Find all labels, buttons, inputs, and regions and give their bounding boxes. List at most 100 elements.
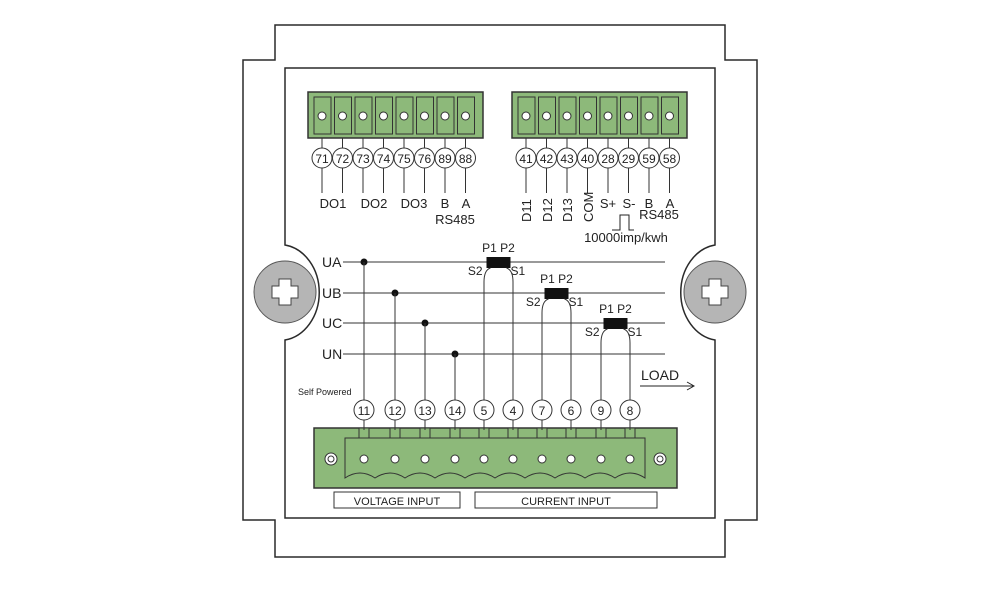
ct-s1-label: S1 xyxy=(628,325,643,339)
bottom-screw-hole xyxy=(359,454,369,464)
top-left-screw-hole xyxy=(461,111,470,121)
top-left-label: DO3 xyxy=(401,196,428,211)
top-left-pin-number: 75 xyxy=(397,152,411,166)
voltage-input-box xyxy=(333,491,461,509)
left-screw xyxy=(253,260,317,324)
phase-label: UC xyxy=(322,315,342,331)
ct-s1-wire xyxy=(623,328,631,400)
top-left-rs485-label: RS485 xyxy=(435,212,475,227)
top-right-label: B xyxy=(645,196,654,211)
panel-inner-outline xyxy=(284,67,716,519)
top-left-screw-hole xyxy=(358,111,368,121)
current-transformer xyxy=(544,288,569,299)
top-right-pin-number: 43 xyxy=(560,152,574,166)
ct-s1-label: S1 xyxy=(511,264,526,278)
top-right-label: S- xyxy=(623,196,636,211)
top-right-vertical-label: COM xyxy=(581,192,596,222)
top-right-pin-number: 28 xyxy=(601,152,615,166)
bottom-pin-circle xyxy=(414,399,436,421)
bottom-pin-circle xyxy=(353,399,375,421)
top-left-pin-number: 72 xyxy=(336,152,350,166)
top-right-label: S+ xyxy=(600,196,616,211)
bottom-screw-hole xyxy=(596,454,606,464)
current-input-label: CURRENT INPUT xyxy=(521,496,611,508)
top-left-screw-hole xyxy=(420,111,429,121)
ct-s2-label: S2 xyxy=(526,295,541,309)
top-left-screw-hole xyxy=(317,111,327,121)
bottom-pin-number: 6 xyxy=(568,404,575,418)
bottom-pin-circle xyxy=(502,399,524,421)
top-right-pin-number: 59 xyxy=(642,152,656,166)
top-left-label: DO2 xyxy=(361,196,388,211)
bottom-pin-circle xyxy=(619,399,641,421)
top-left-screw-hole xyxy=(379,111,388,121)
top-left-pin-number: 88 xyxy=(459,152,473,166)
mount-hole-right xyxy=(653,452,667,466)
current-transformer xyxy=(603,318,628,329)
bottom-screw-hole xyxy=(508,454,518,464)
ct-s2-wire xyxy=(483,267,491,400)
phase-label: UN xyxy=(322,346,342,362)
top-right-vertical-label: D13 xyxy=(560,198,575,222)
top-right-pin-number: 42 xyxy=(540,152,554,166)
bottom-pin-circle xyxy=(444,399,466,421)
bottom-pin-number: 5 xyxy=(481,404,488,418)
ct-s1-label: S1 xyxy=(569,295,584,309)
top-right-pin-number: 40 xyxy=(581,152,595,166)
load-arrow-icon xyxy=(640,381,696,391)
bottom-pin-number: 14 xyxy=(448,404,462,418)
bottom-screw-hole xyxy=(566,454,576,464)
top-right-rs485-label: RS485 xyxy=(639,207,679,222)
top-left-pin-number: 71 xyxy=(315,152,329,166)
bottom-pin-circle xyxy=(560,399,582,421)
bottom-pin-circle xyxy=(384,399,406,421)
bottom-screw-hole xyxy=(537,454,547,464)
top-right-screw-hole xyxy=(665,111,674,121)
top-left-pin-number: 89 xyxy=(438,152,452,166)
pulse-label: 10000imp/kwh xyxy=(584,230,668,245)
pulse-icon xyxy=(612,214,634,231)
phase-label: UA xyxy=(322,254,342,270)
top-left-pin-number: 73 xyxy=(356,152,370,166)
top-left-label: B xyxy=(441,196,450,211)
top-right-pin-number: 58 xyxy=(663,152,677,166)
top-right-screw-hole xyxy=(583,111,592,121)
bottom-screw-hole xyxy=(420,454,430,464)
top-right-screw-hole xyxy=(644,111,654,121)
ct-s1-wire xyxy=(506,267,514,400)
bottom-pin-number: 12 xyxy=(388,404,402,418)
ct-s1-wire xyxy=(564,298,572,400)
housing-outline xyxy=(242,24,758,558)
top-right-vertical-label: D11 xyxy=(519,199,534,222)
right-screw xyxy=(683,260,747,324)
current-transformer xyxy=(486,257,511,268)
bottom-screw-hole xyxy=(450,454,460,464)
top-left-pin-number: 74 xyxy=(377,152,391,166)
bottom-pin-number: 11 xyxy=(358,404,371,418)
ct-p-label: P1 P2 xyxy=(482,241,515,255)
top-right-screw-hole xyxy=(624,111,633,121)
self-powered-label: Self Powered xyxy=(298,387,352,397)
bottom-pin-number: 4 xyxy=(510,404,517,418)
ct-s2-label: S2 xyxy=(468,264,483,278)
phase-label: UB xyxy=(322,285,341,301)
ct-s2-wire xyxy=(600,328,608,400)
bottom-pin-circle xyxy=(531,399,553,421)
top-right-screw-hole xyxy=(542,111,551,121)
top-left-pin-number: 76 xyxy=(418,152,432,166)
bottom-screw-hole xyxy=(625,454,635,464)
top-right-pin-number: 41 xyxy=(519,152,533,166)
ct-s2-wire xyxy=(541,298,549,400)
bottom-pin-circle xyxy=(590,399,612,421)
bottom-screw-hole xyxy=(479,454,489,464)
top-right-screw-hole xyxy=(562,111,572,121)
mount-hole-right-inner xyxy=(656,455,664,463)
top-left-screw-hole xyxy=(399,111,409,121)
top-left-label: A xyxy=(462,196,471,211)
top-left-label: DO1 xyxy=(320,196,347,211)
bottom-screw-hole xyxy=(390,454,400,464)
ct-p-label: P1 P2 xyxy=(540,272,573,286)
top-right-label: A xyxy=(666,196,675,211)
ct-p-label: P1 P2 xyxy=(599,302,632,316)
